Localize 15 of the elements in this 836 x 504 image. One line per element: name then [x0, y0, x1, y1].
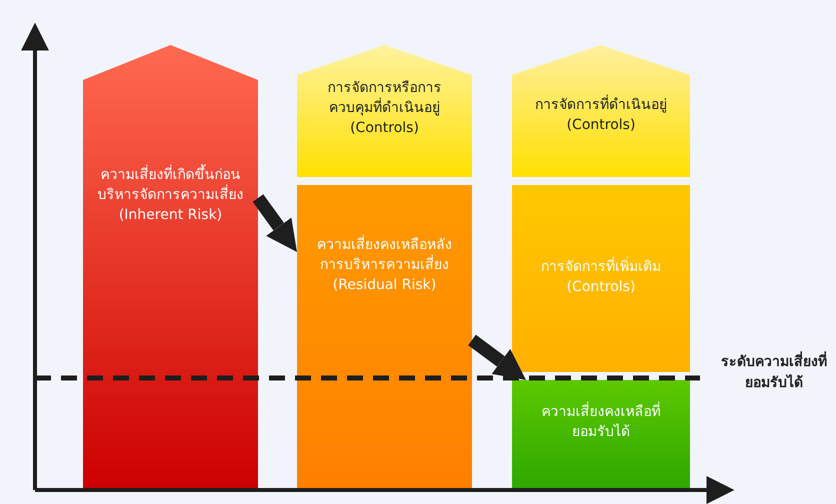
control-block [297, 45, 472, 177]
arrow [252, 194, 297, 252]
risk-block [512, 380, 690, 488]
arrow [468, 334, 526, 380]
node-text: ความเสี่ยงที่เกิดขึ้นก่อนบริหารจัดการความเสี่ยง (Inherent Risk) [97, 165, 244, 225]
risk-block [297, 185, 472, 488]
threshold-label: ระดับความเสี่ยงที่ยอมรับได้ [718, 352, 830, 394]
control-block [512, 45, 690, 177]
risk-column [83, 45, 258, 488]
node-text: การจัดการที่ดำเนินอยู่ (Controls) [526, 95, 676, 135]
node-text: การจัดการที่เพิ่มเติม (Controls) [526, 257, 676, 297]
control-block [512, 185, 690, 372]
node-text: ความเสี่ยงคงเหลือที่ยอมรับได้ [526, 402, 676, 442]
node-text: ความเสี่ยงคงเหลือหลังการบริหารความเสี่ยง (Residual Risk) [311, 235, 458, 295]
node-text: การจัดการหรือการควบคุมที่ดำเนินอยู่ (Controls) [326, 79, 442, 138]
